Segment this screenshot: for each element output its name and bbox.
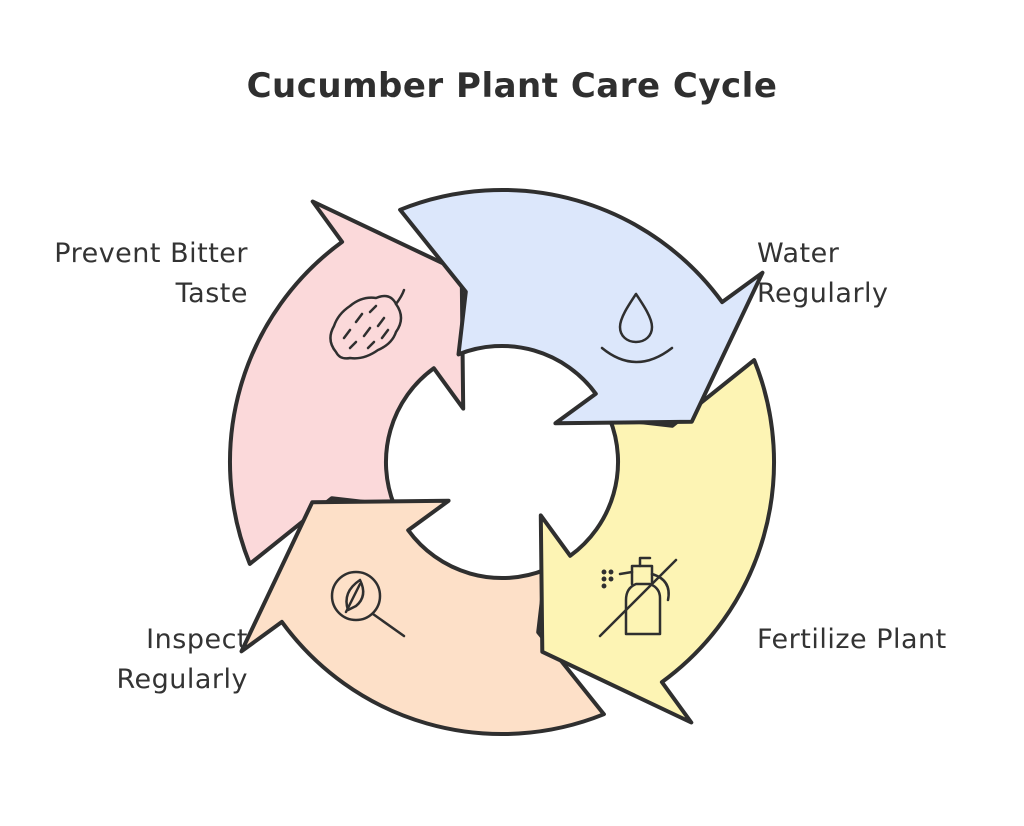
step-label-line: Fertilize Plant	[757, 624, 947, 655]
diagram-title: Cucumber Plant Care Cycle	[246, 66, 778, 106]
arrow-segment-fertilize	[538, 358, 777, 725]
step-label-line: Regularly	[757, 278, 889, 309]
fertilizer-sprayer-icon	[598, 556, 678, 638]
step-label-line: Prevent Bitter	[54, 238, 248, 269]
bitter-gourd-icon	[329, 288, 406, 360]
step-label-line: Regularly	[116, 664, 248, 695]
arrow-segment-inspect	[239, 498, 606, 737]
leaf-magnifier-icon	[330, 570, 406, 638]
arrow-segment-prevent	[227, 199, 466, 566]
step-label-inspect-regularly: Inspect Regularly	[116, 620, 248, 700]
arrow-segment-water	[398, 187, 765, 426]
step-label-line: Water	[757, 238, 840, 269]
step-label-water-regularly: Water Regularly	[757, 234, 889, 314]
step-label-fertilize-plant: Fertilize Plant	[757, 620, 947, 660]
water-drop-icon	[600, 292, 674, 364]
step-label-line: Inspect	[146, 624, 248, 655]
step-label-line: Taste	[175, 278, 248, 309]
step-label-prevent-bitter-taste: Prevent Bitter Taste	[54, 234, 248, 314]
